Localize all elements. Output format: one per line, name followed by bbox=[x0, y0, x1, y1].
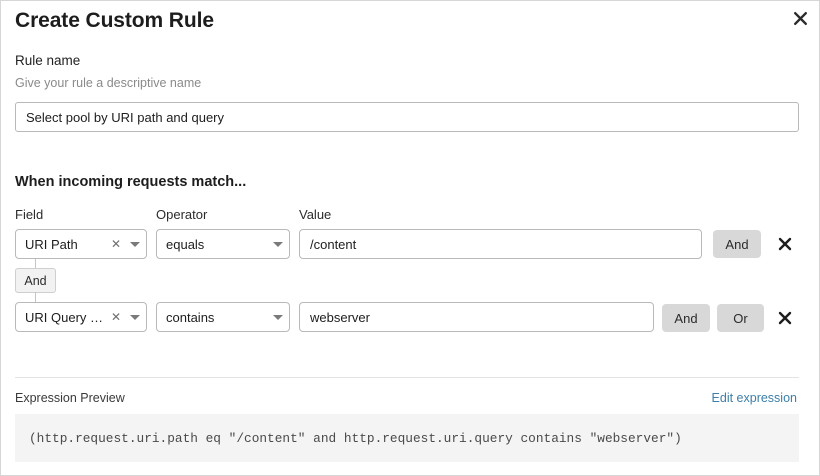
condition-connector-badge[interactable]: And bbox=[15, 268, 56, 293]
clear-icon[interactable]: ✕ bbox=[110, 237, 122, 251]
condition-value-input-2[interactable] bbox=[299, 302, 654, 332]
connector-line-top bbox=[35, 259, 36, 269]
condition-field-select-1[interactable]: URI Path ✕ bbox=[15, 229, 147, 259]
rule-name-label: Rule name bbox=[15, 53, 81, 68]
condition-field-value-2: URI Query St... bbox=[25, 309, 108, 325]
condition-operator-select-1[interactable]: equals bbox=[156, 229, 290, 259]
rule-name-input[interactable] bbox=[15, 102, 799, 132]
condition-operator-select-2[interactable]: contains bbox=[156, 302, 290, 332]
column-header-field: Field bbox=[15, 207, 44, 222]
row-2-and-button[interactable]: And bbox=[662, 304, 710, 332]
column-header-operator: Operator bbox=[156, 207, 208, 222]
chevron-down-icon[interactable] bbox=[124, 314, 146, 320]
clear-icon[interactable]: ✕ bbox=[110, 310, 122, 324]
row-1-remove-icon[interactable] bbox=[775, 234, 795, 254]
row-1-and-button[interactable]: And bbox=[713, 230, 761, 258]
edit-expression-link[interactable]: Edit expression bbox=[711, 391, 797, 405]
close-icon[interactable] bbox=[789, 7, 811, 29]
chevron-down-icon[interactable] bbox=[124, 241, 146, 247]
expression-preview-code: (http.request.uri.path eq "/content" and… bbox=[15, 414, 799, 462]
expression-preview-label: Expression Preview bbox=[15, 391, 125, 405]
dialog-title: Create Custom Rule bbox=[15, 9, 214, 32]
condition-field-value-1: URI Path bbox=[25, 236, 78, 252]
section-divider bbox=[15, 377, 799, 378]
column-header-value: Value bbox=[299, 207, 332, 222]
row-2-or-button[interactable]: Or bbox=[717, 304, 764, 332]
connector-line-bottom bbox=[35, 292, 36, 302]
rule-name-sublabel: Give your rule a descriptive name bbox=[15, 76, 202, 90]
condition-operator-value-1: equals bbox=[166, 236, 205, 252]
chevron-down-icon[interactable] bbox=[267, 241, 289, 247]
conditions-heading: When incoming requests match... bbox=[15, 174, 247, 190]
row-2-remove-icon[interactable] bbox=[775, 308, 795, 328]
condition-value-input-1[interactable] bbox=[299, 229, 702, 259]
condition-field-select-2[interactable]: URI Query St... ✕ bbox=[15, 302, 147, 332]
chevron-down-icon[interactable] bbox=[267, 314, 289, 320]
condition-operator-value-2: contains bbox=[166, 309, 215, 325]
